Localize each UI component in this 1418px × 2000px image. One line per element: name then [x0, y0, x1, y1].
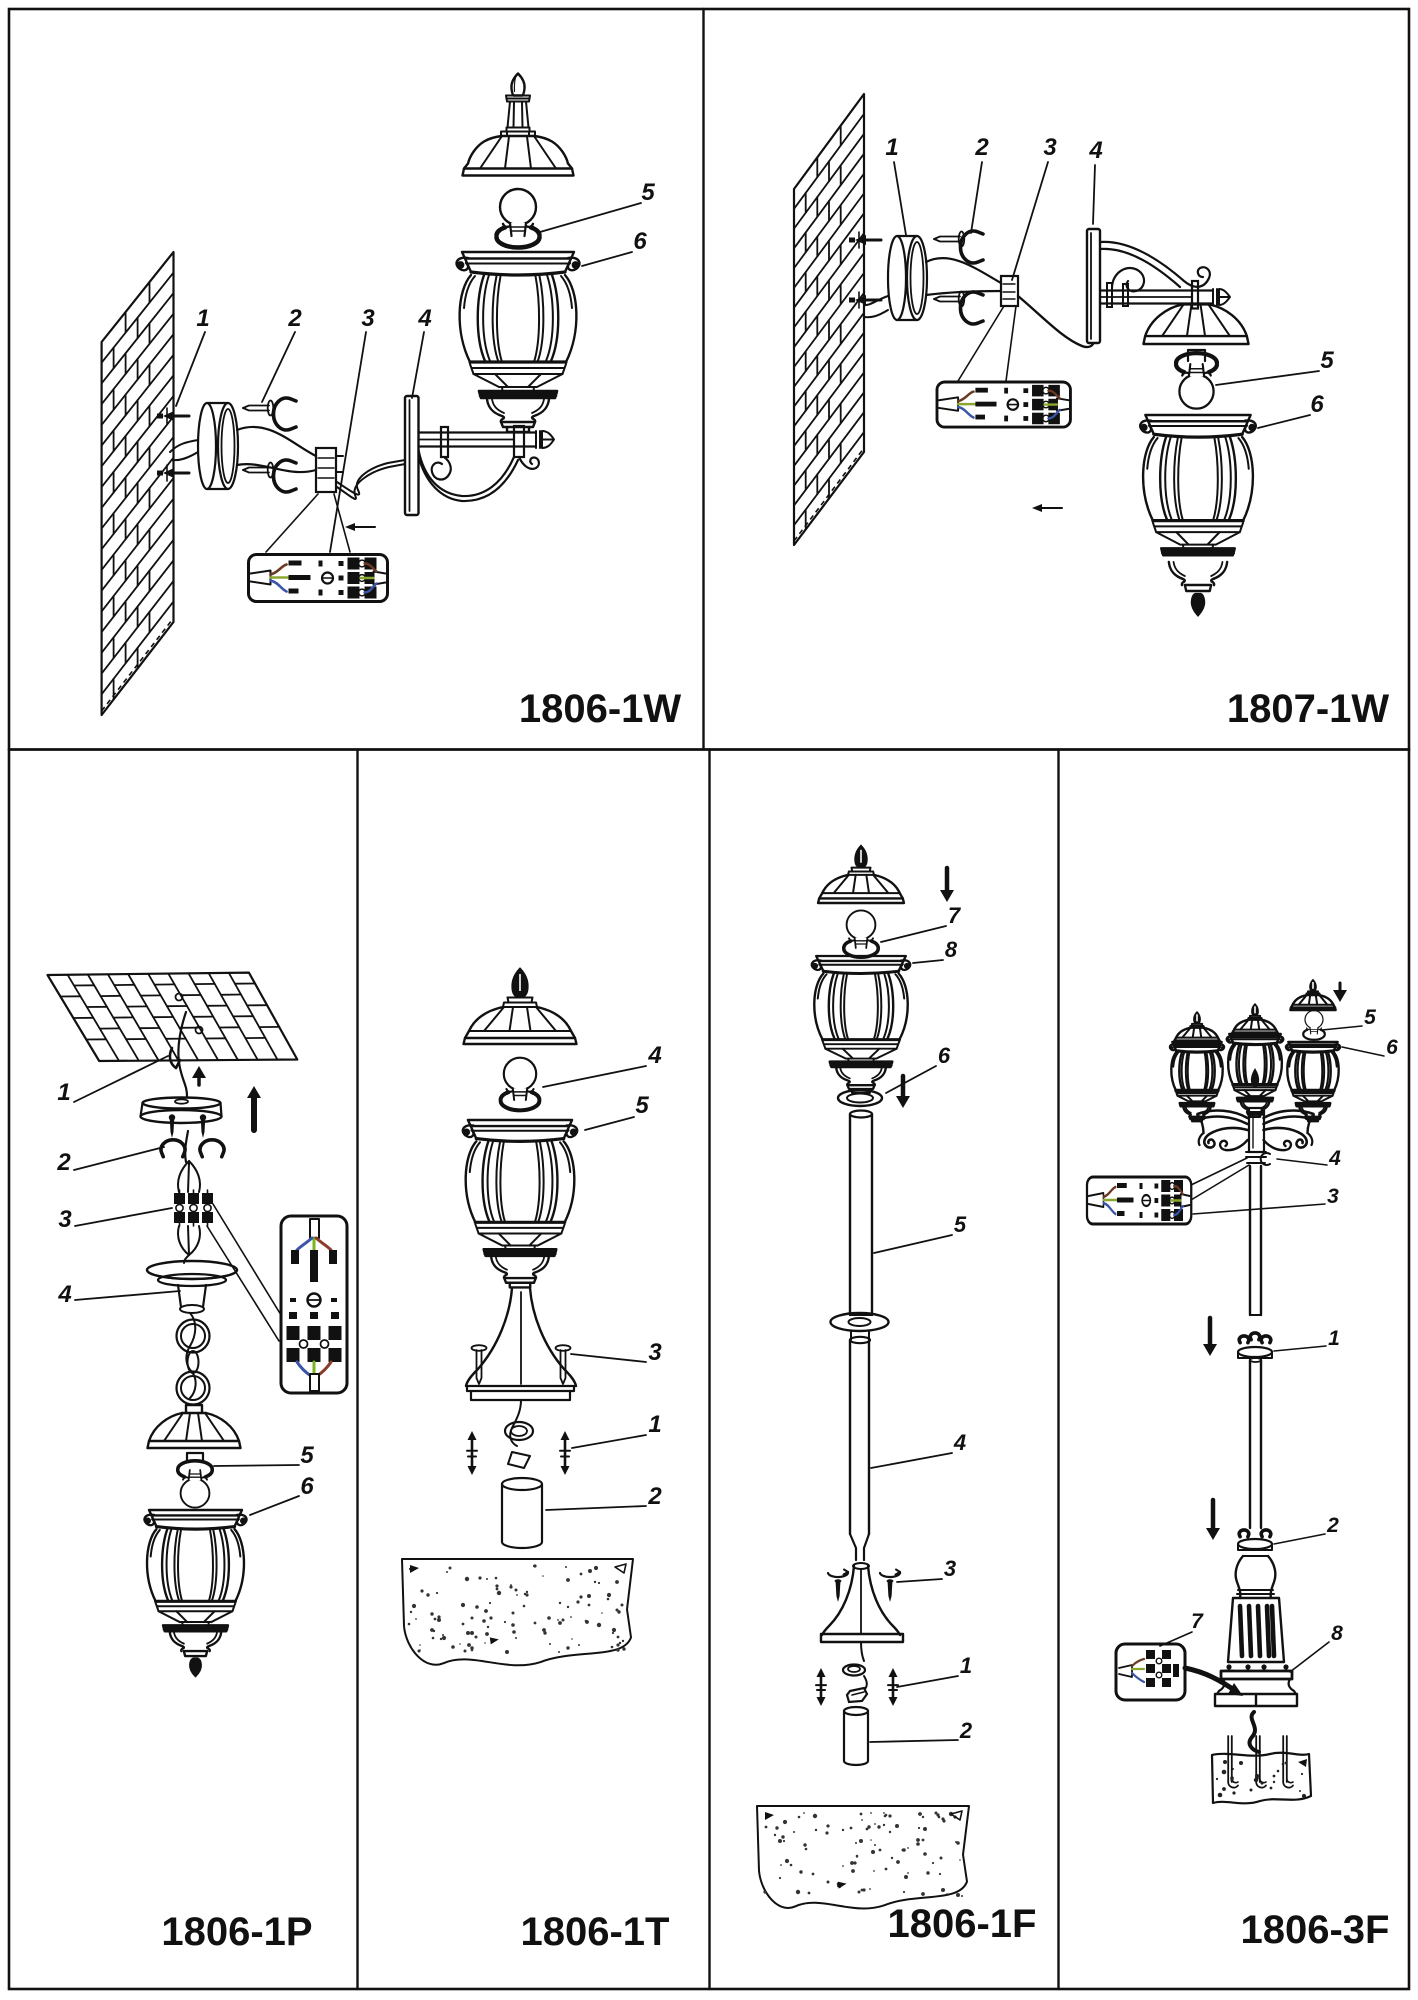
- svg-text:7: 7: [948, 903, 962, 928]
- svg-text:1: 1: [885, 134, 898, 161]
- svg-text:1: 1: [648, 1411, 661, 1438]
- svg-text:1806-1W: 1806-1W: [519, 687, 682, 731]
- svg-text:4: 4: [1328, 1147, 1341, 1170]
- svg-text:5: 5: [300, 1442, 314, 1469]
- svg-text:3: 3: [1327, 1185, 1339, 1208]
- svg-text:3: 3: [58, 1206, 72, 1233]
- svg-text:1: 1: [57, 1079, 70, 1106]
- svg-text:3: 3: [361, 305, 375, 332]
- svg-text:1806-1F: 1806-1F: [888, 1902, 1037, 1946]
- svg-text:7: 7: [1191, 1610, 1204, 1633]
- svg-text:5: 5: [954, 1212, 967, 1237]
- svg-text:5: 5: [1320, 347, 1334, 374]
- svg-text:1806-1P: 1806-1P: [161, 1910, 312, 1954]
- svg-text:4: 4: [647, 1042, 661, 1069]
- svg-text:4: 4: [417, 305, 431, 332]
- svg-text:6: 6: [300, 1473, 314, 1500]
- svg-text:8: 8: [1331, 1622, 1343, 1645]
- svg-text:1806-3F: 1806-3F: [1241, 1908, 1390, 1952]
- svg-text:2: 2: [647, 1483, 662, 1510]
- svg-text:3: 3: [1043, 134, 1057, 161]
- svg-text:4: 4: [57, 1281, 71, 1308]
- svg-text:2: 2: [1326, 1514, 1339, 1537]
- svg-text:2: 2: [287, 305, 302, 332]
- svg-text:5: 5: [1364, 1006, 1376, 1029]
- svg-text:1807-1W: 1807-1W: [1227, 687, 1390, 731]
- svg-text:1806-1T: 1806-1T: [521, 1910, 670, 1954]
- svg-text:1: 1: [1328, 1327, 1340, 1350]
- svg-text:2: 2: [974, 134, 989, 161]
- svg-text:2: 2: [959, 1718, 973, 1743]
- svg-text:5: 5: [635, 1092, 649, 1119]
- svg-text:6: 6: [633, 228, 647, 255]
- svg-text:6: 6: [938, 1043, 951, 1068]
- svg-text:4: 4: [1088, 137, 1102, 164]
- svg-text:8: 8: [945, 937, 958, 962]
- svg-text:2: 2: [56, 1149, 71, 1176]
- svg-text:5: 5: [641, 179, 655, 206]
- svg-text:1: 1: [196, 305, 209, 332]
- svg-text:4: 4: [953, 1430, 966, 1455]
- svg-text:6: 6: [1310, 391, 1324, 418]
- svg-text:3: 3: [648, 1339, 662, 1366]
- svg-text:3: 3: [944, 1556, 956, 1581]
- svg-text:6: 6: [1386, 1036, 1398, 1059]
- svg-text:1: 1: [960, 1653, 972, 1678]
